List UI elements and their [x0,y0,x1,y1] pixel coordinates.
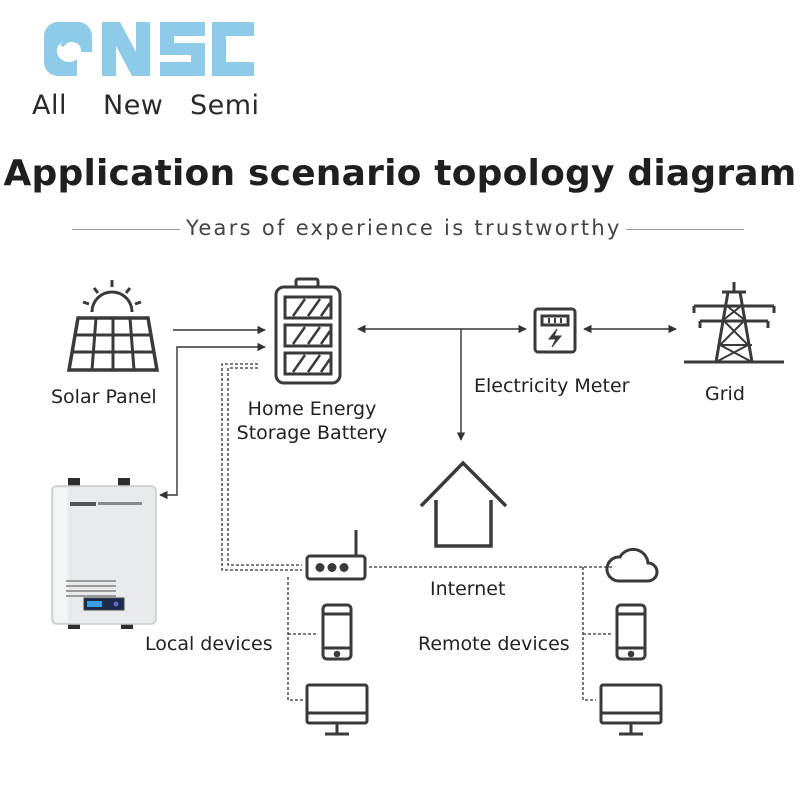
remote-devices-label: Remote devices [418,633,570,655]
battery-to-router-dashed [221,363,302,571]
router-icon [305,530,367,581]
local-devices-dashed [287,577,318,701]
grid-tower-icon [684,282,784,364]
logo-word-new: New [103,90,164,121]
cloud-icon [605,547,659,583]
house-icon [419,460,508,548]
remote-devices-dashed [582,567,612,701]
logo-word-all: All [32,90,67,121]
battery-label-line2: Storage Battery [236,422,388,444]
battery-icon [274,277,342,385]
grid-label: Grid [705,383,745,405]
electricity-meter-label: Electricity Meter [474,375,630,397]
page-subtitle: Years of experience is trustworthy [186,216,622,240]
internet-label: Internet [430,578,506,600]
subtitle-rule-left [72,229,180,230]
ansc-logo [44,22,254,76]
electricity-meter-icon [533,307,577,354]
local-phone-icon [321,603,353,661]
page-title: Application scenario topology diagram [3,153,797,194]
solar-panel-icon [66,280,160,372]
logo-word-semi: Semi [190,90,260,121]
remote-phone-icon [615,603,647,661]
battery-label-line1: Home Energy [247,398,377,420]
remote-monitor-icon [599,683,663,736]
wall-unit-to-battery-arrow [159,342,266,500]
solar-panel-label: Solar Panel [51,386,157,408]
local-monitor-icon [305,683,369,736]
wall-battery-unit [51,478,157,629]
local-devices-label: Local devices [145,633,273,655]
subtitle-rule-right [626,229,744,230]
